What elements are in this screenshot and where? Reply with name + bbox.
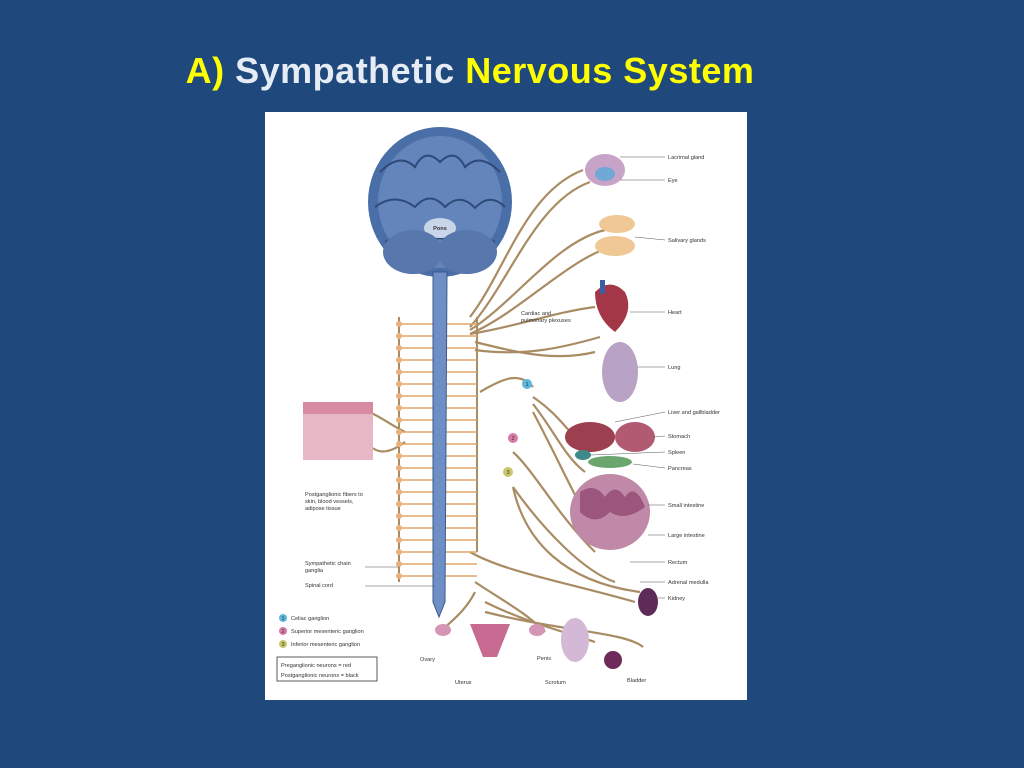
spleen-organ	[575, 450, 591, 460]
salivary-gland-upper	[599, 215, 635, 233]
label-bladder: Bladder	[627, 678, 646, 684]
label-uterus: Uterus	[455, 680, 472, 686]
legend-preganglionic: Preganglionic neurons = red	[281, 663, 351, 669]
ovary-left	[435, 624, 451, 636]
chain-ganglion	[396, 513, 402, 519]
chain-ganglion	[396, 537, 402, 543]
chain-ganglion	[396, 477, 402, 483]
uterus-organ	[470, 624, 510, 657]
label-scrotum: Scrotum	[545, 680, 566, 686]
label-chain-2: ganglia	[305, 568, 324, 574]
title-prefix: A)	[185, 50, 225, 91]
slide-title: A) Sympathetic Nervous System	[0, 50, 940, 92]
chain-ganglion	[396, 561, 402, 567]
ganglia-legend: 1 Celiac ganglion 2 Superior mesenteric …	[276, 614, 378, 682]
legend-superior: Superior mesenteric ganglion	[291, 629, 364, 635]
bladder-organ	[604, 651, 622, 669]
diagram-panel: Pons 1 2 3	[265, 112, 747, 700]
label-pancreas: Pancreas	[668, 466, 692, 472]
chain-ganglion	[396, 333, 402, 339]
kidney-organ	[638, 588, 658, 616]
chain-ganglion	[396, 369, 402, 375]
brain: Pons	[368, 127, 512, 277]
nerve-fibers	[364, 168, 644, 648]
title-word-sympathetic: Sympathetic	[235, 50, 455, 91]
label-spinal-cord: Spinal cord	[305, 583, 333, 589]
label-large-intestine: Large intestine	[668, 533, 705, 539]
stomach-organ	[615, 422, 655, 452]
ganglia-markers: 1 2 3	[503, 379, 532, 477]
penis-organ	[561, 618, 589, 662]
legend-postganglionic: Postganglionic neurons = black	[281, 673, 359, 679]
heart-organ	[595, 284, 629, 332]
chain-ganglion	[396, 573, 402, 579]
label-ovary: Ovary	[420, 657, 435, 663]
chain-ganglion	[396, 357, 402, 363]
chain-ganglion	[396, 381, 402, 387]
chain-ganglion	[396, 465, 402, 471]
chain-ganglion	[396, 345, 402, 351]
label-lacrimal: Lacrimal gland	[668, 155, 704, 161]
label-post-3: adipose tissue	[305, 506, 341, 512]
spinal-cord	[432, 271, 448, 619]
ganglion-marker-2: 2	[511, 436, 514, 442]
label-cardiac-1: Cardiac and	[521, 311, 551, 317]
label-spleen: Spleen	[668, 450, 685, 456]
chain-ganglion	[396, 549, 402, 555]
chain-ganglion	[396, 453, 402, 459]
legend-num-3: 3	[281, 642, 284, 648]
sympathetic-diagram: Pons 1 2 3	[276, 127, 720, 686]
legend-num-1: 1	[281, 616, 284, 622]
chain-ganglion	[396, 429, 402, 435]
label-small-intestine: Small intestine	[668, 503, 704, 509]
label-adrenal: Adrenal medulla	[668, 580, 709, 586]
title-word-nervous-system: Nervous System	[465, 50, 755, 91]
neuron-legend-box	[276, 656, 378, 682]
label-rectum: Rectum	[668, 560, 688, 566]
legend-celiac: Celiac ganglion	[291, 616, 329, 622]
ganglion-marker-3: 3	[506, 470, 509, 476]
chain-ganglion	[396, 441, 402, 447]
pons-label: Pons	[433, 226, 447, 232]
label-heart: Heart	[668, 310, 682, 316]
ovary-right	[529, 624, 545, 636]
label-chain-1: Sympathetic chain	[305, 561, 351, 567]
chain-ganglion	[396, 417, 402, 423]
label-salivary: Salivary glands	[668, 238, 706, 244]
chain-ganglion	[396, 489, 402, 495]
liver-organ	[565, 422, 615, 452]
chain-ganglion	[396, 501, 402, 507]
left-labels: Cardiac and pulmonary plexuses Postgangl…	[305, 311, 571, 589]
pancreas-organ	[588, 456, 632, 468]
chain-ganglion	[396, 393, 402, 399]
salivary-gland-lower	[595, 236, 635, 256]
label-post-2: skin, blood vessels,	[305, 499, 354, 505]
lung-organ	[602, 342, 638, 402]
leader-lines	[365, 156, 666, 599]
legend-inferior: Inferior mesenteric ganglion	[291, 642, 360, 648]
chain-ganglion	[396, 321, 402, 327]
label-stomach: Stomach	[668, 434, 690, 440]
chain-ganglion	[396, 525, 402, 531]
label-penis: Penis	[537, 656, 551, 662]
label-lung: Lung	[668, 365, 680, 371]
organ-labels: Lacrimal gland Eye Salivary glands Heart…	[420, 155, 720, 686]
label-cardiac-2: pulmonary plexuses	[521, 318, 571, 324]
ganglion-marker-1: 1	[525, 382, 528, 388]
label-eye: Eye	[668, 178, 678, 184]
legend-num-2: 2	[281, 629, 284, 635]
chain-ganglion	[396, 405, 402, 411]
label-post-1: Postganglionic fibers to	[305, 492, 363, 498]
label-kidney: Kidney	[668, 596, 685, 602]
organs	[303, 154, 658, 669]
label-liver: Liver and gallbladder	[668, 410, 720, 416]
